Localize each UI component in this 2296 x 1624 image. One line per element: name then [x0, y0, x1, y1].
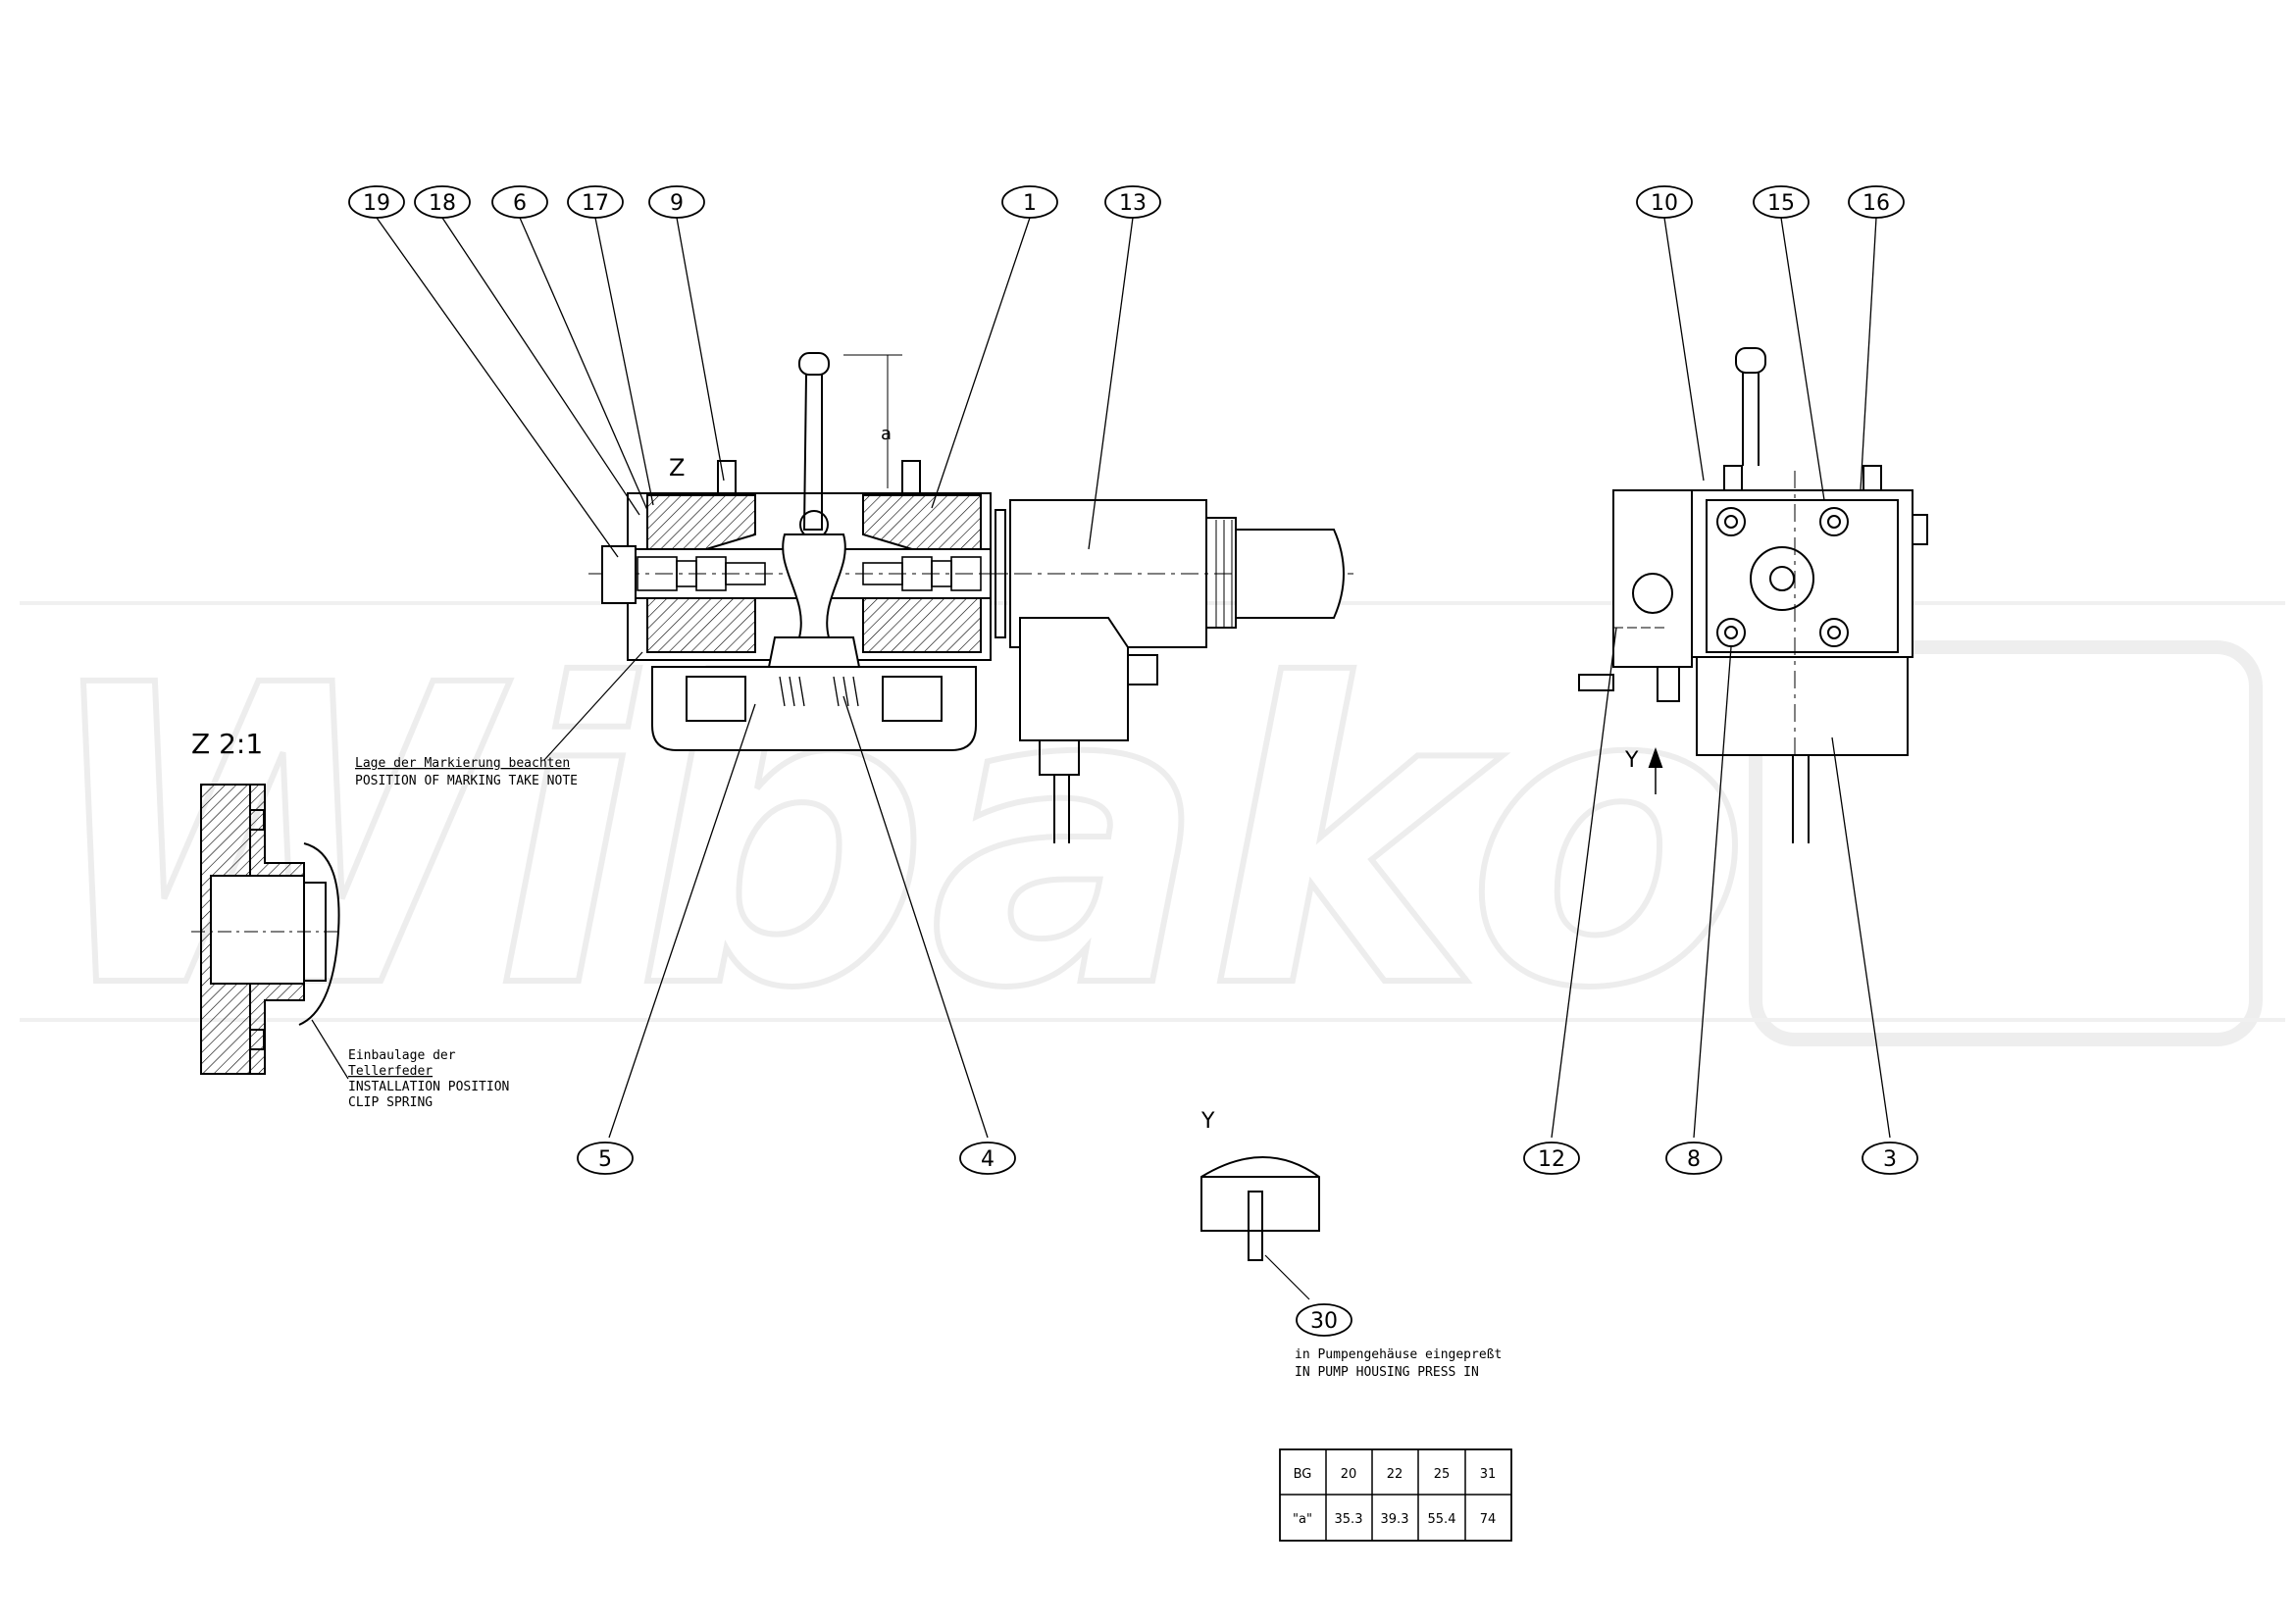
svg-text:Tellerfeder: Tellerfeder — [348, 1064, 433, 1079]
svg-text:POSITION OF MARKING TAKE NOTE: POSITION OF MARKING TAKE NOTE — [355, 774, 578, 788]
balloon-9: 9 — [648, 185, 705, 219]
table-cell: 22 — [1387, 1467, 1403, 1482]
balloon-15: 15 — [1753, 185, 1810, 219]
balloon-30: 30 — [1296, 1303, 1352, 1337]
balloon-5: 5 — [577, 1142, 634, 1175]
svg-text:4: 4 — [981, 1147, 995, 1172]
svg-text:8: 8 — [1687, 1147, 1701, 1172]
svg-text:16: 16 — [1862, 191, 1890, 216]
main-section-view: a — [588, 352, 1353, 843]
table-cell: 25 — [1434, 1467, 1451, 1482]
svg-text:15: 15 — [1767, 191, 1795, 216]
table-cell: "a" — [1293, 1512, 1312, 1527]
svg-text:Einbaulage der: Einbaulage der — [348, 1048, 456, 1063]
end-cap-left — [601, 545, 637, 604]
table-cell: 55.4 — [1428, 1512, 1456, 1527]
installation-note: Einbaulage der Tellerfeder INSTALLATION … — [348, 1048, 509, 1110]
balloon-6: 6 — [491, 185, 548, 219]
mounting-bolts — [1716, 507, 1849, 647]
svg-text:9: 9 — [670, 191, 684, 216]
bottom-cover — [651, 666, 977, 751]
svg-text:30: 30 — [1310, 1309, 1338, 1334]
svg-text:Y: Y — [1200, 1109, 1215, 1134]
svg-text:IN PUMP HOUSING PRESS IN: IN PUMP HOUSING PRESS IN — [1295, 1365, 1479, 1380]
svg-text:CLIP SPRING: CLIP SPRING — [348, 1095, 433, 1110]
balloon-8: 8 — [1665, 1142, 1722, 1175]
balloon-16: 16 — [1848, 185, 1905, 219]
svg-text:5: 5 — [598, 1147, 612, 1172]
table-cell: BG — [1294, 1467, 1312, 1482]
svg-text:a: a — [881, 424, 892, 444]
balloon-19: 19 — [348, 185, 405, 219]
balloon-13: 13 — [1104, 185, 1161, 219]
svg-text:3: 3 — [1883, 1147, 1897, 1172]
svg-text:in Pumpengehäuse eingepreßt: in Pumpengehäuse eingepreßt — [1295, 1347, 1502, 1362]
svg-text:6: 6 — [513, 191, 527, 216]
view-y: Y — [1200, 1109, 1320, 1300]
table-cell: 20 — [1341, 1467, 1357, 1482]
table-cell: 74 — [1480, 1512, 1497, 1527]
springs — [779, 676, 859, 707]
svg-text:19: 19 — [363, 191, 390, 216]
balloon-1: 1 — [1001, 185, 1058, 219]
svg-text:17: 17 — [582, 191, 609, 216]
spool — [637, 556, 982, 591]
watermark: Wibako — [20, 596, 2285, 1082]
svg-text:18: 18 — [429, 191, 456, 216]
svg-text:Z: Z — [669, 454, 685, 482]
press-note: in Pumpengehäuse eingepreßt IN PUMP HOUS… — [1295, 1347, 1502, 1380]
marking-note: Lage der Markierung beachten POSITION OF… — [355, 651, 643, 788]
balloon-18: 18 — [414, 185, 471, 219]
table-cell: 31 — [1480, 1467, 1497, 1482]
balloon-4: 4 — [959, 1142, 1016, 1175]
svg-text:Z 2:1: Z 2:1 — [191, 728, 263, 760]
balloon-10: 10 — [1636, 185, 1693, 219]
svg-text:INSTALLATION POSITION: INSTALLATION POSITION — [348, 1080, 509, 1094]
table-cell: 39.3 — [1381, 1512, 1409, 1527]
svg-text:Y: Y — [1624, 748, 1639, 773]
svg-text:10: 10 — [1651, 191, 1678, 216]
size-table: BG 20 22 25 31 "a" 35.3 39.3 55.4 74 — [1279, 1448, 1512, 1542]
balloon-3: 3 — [1862, 1142, 1918, 1175]
svg-text:12: 12 — [1538, 1147, 1565, 1172]
svg-text:13: 13 — [1119, 191, 1147, 216]
side-view — [1578, 347, 1928, 843]
balloon-17: 17 — [567, 185, 624, 219]
balloon-12: 12 — [1523, 1142, 1580, 1175]
leader-lines — [376, 217, 1891, 1139]
connector-plug — [1019, 617, 1158, 843]
svg-text:1: 1 — [1023, 191, 1037, 216]
detail-z-view: Z 2:1 — [191, 728, 349, 1080]
svg-text:Lage der Markierung beachten: Lage der Markierung beachten — [355, 756, 570, 771]
table-cell: 35.3 — [1335, 1512, 1363, 1527]
